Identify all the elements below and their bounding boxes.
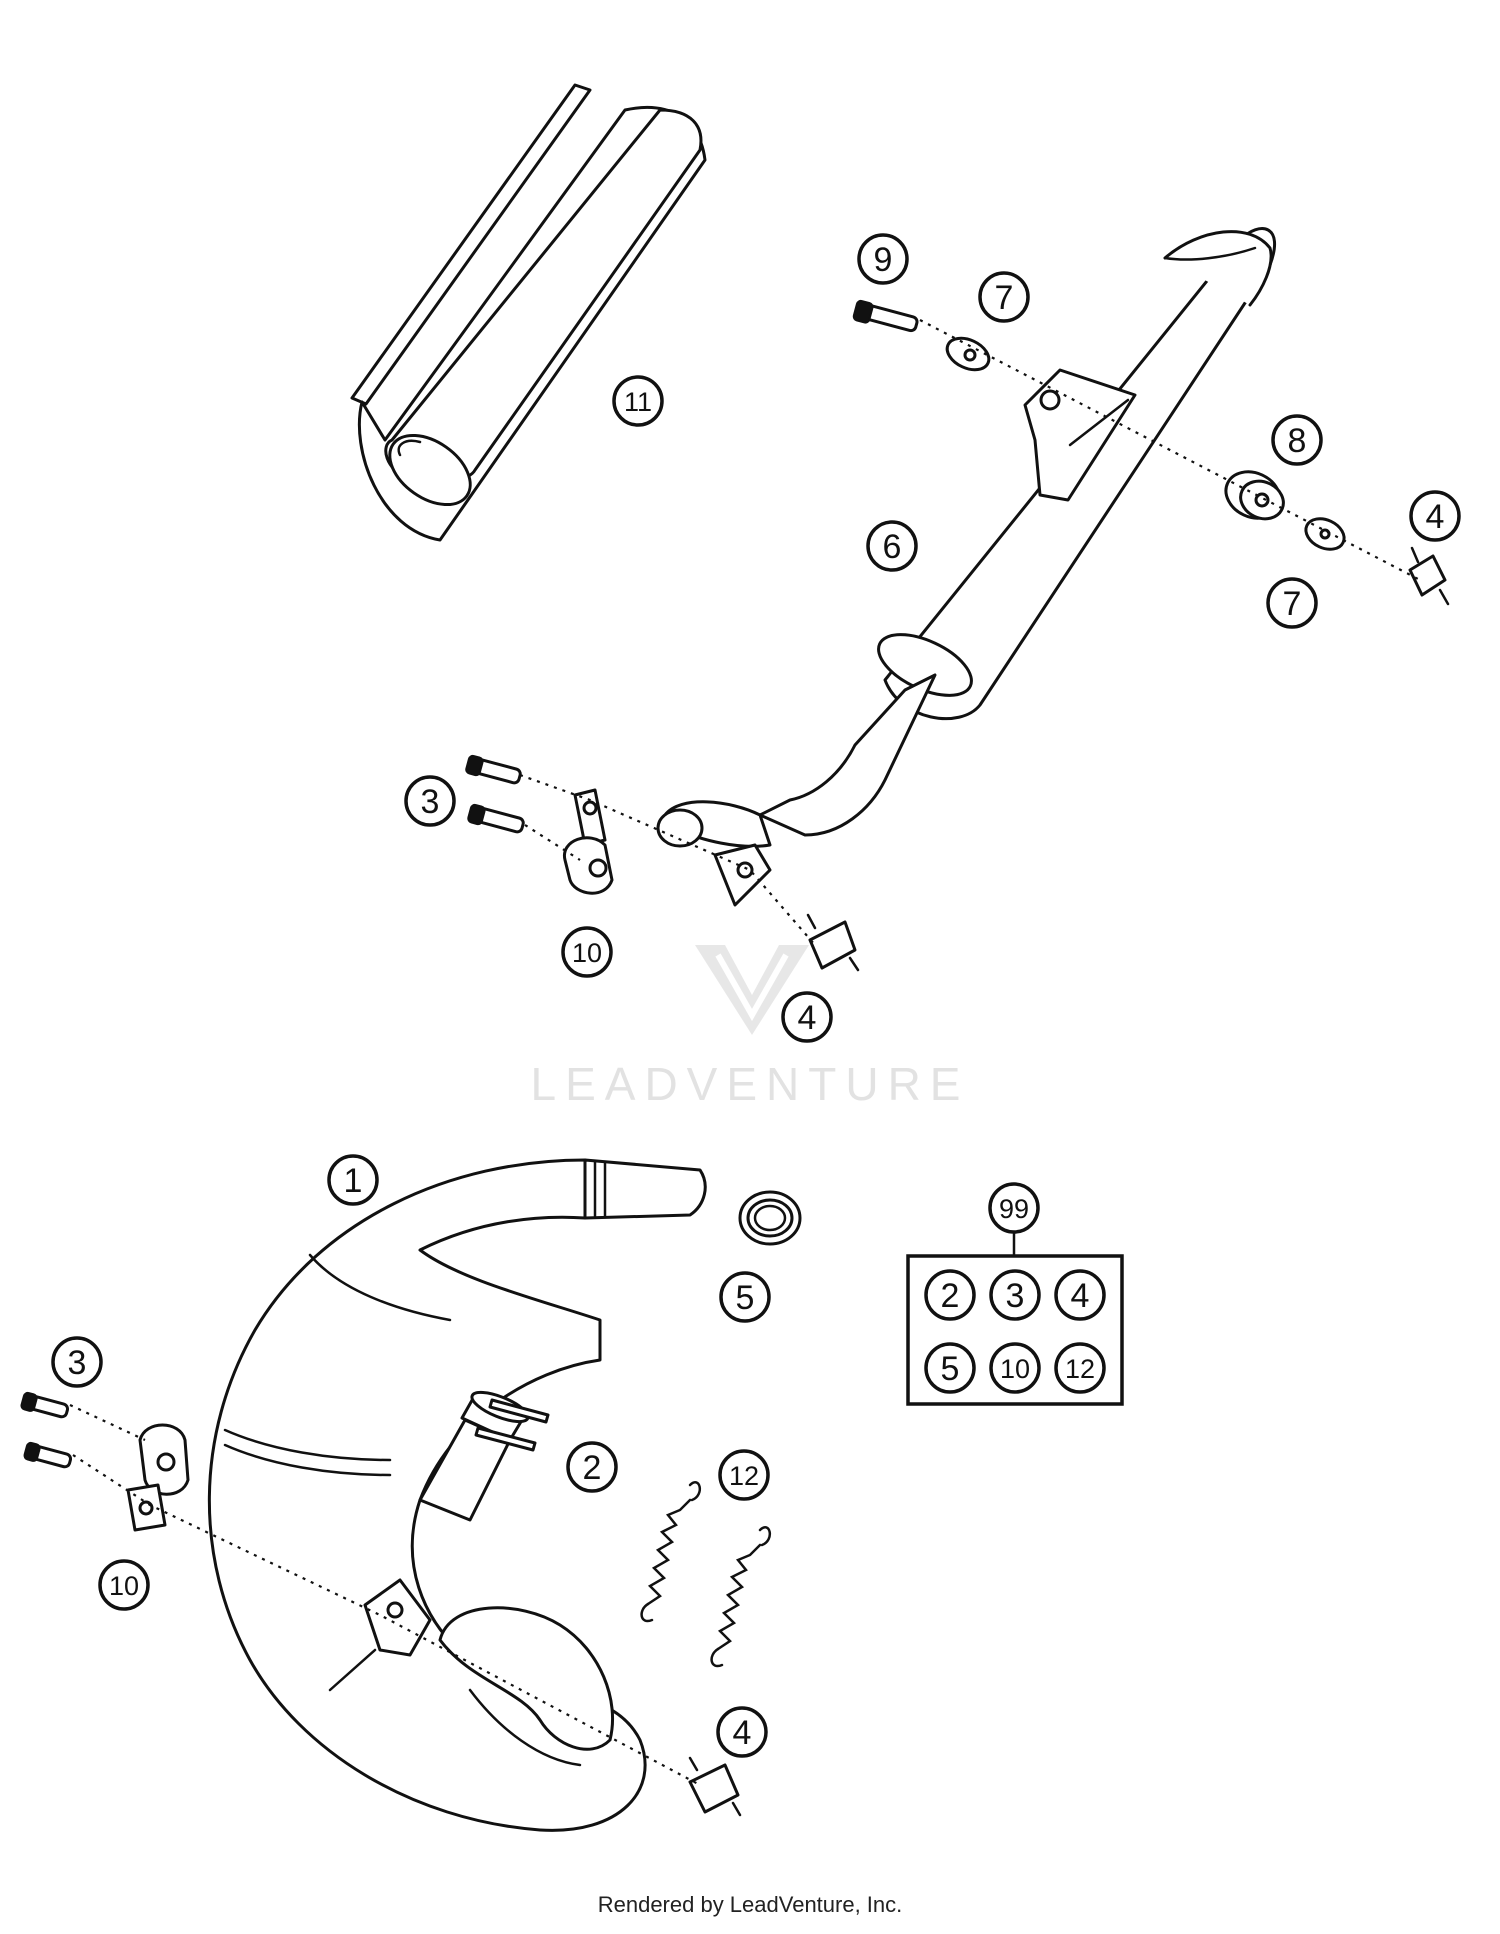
part-6-silencer [656,227,1277,907]
callout-10-middle: 10 [561,926,613,978]
callout-1: 1 [327,1154,379,1206]
svg-text:4: 4 [1426,498,1445,536]
part-11-heat-shield [350,83,707,542]
watermark: LEADVENTURE [531,945,970,1110]
callout-8: 8 [1271,414,1323,466]
svg-text:12: 12 [1065,1354,1095,1384]
svg-text:5: 5 [941,1350,960,1388]
svg-text:10: 10 [1000,1354,1030,1384]
svg-text:8: 8 [1288,422,1307,460]
callout-7: 7 [978,271,1030,323]
callout-7-lower: 7 [1266,577,1318,629]
svg-text:10: 10 [109,1571,139,1601]
svg-text:99: 99 [999,1194,1029,1224]
callout-4-middle: 4 [781,991,833,1043]
svg-text:4: 4 [1071,1277,1090,1315]
kit-item: 10 [989,1342,1041,1394]
callout-10-bottom: 10 [98,1559,150,1611]
svg-text:2: 2 [941,1277,960,1315]
callout-11: 11 [612,375,664,427]
svg-text:5: 5 [736,1279,755,1317]
part-1-expansion-chamber [207,1158,707,1832]
callouts: 11 9 7 8 4 7 6 3 [51,233,1461,1758]
kit-99: 99 2 3 4 5 10 12 [906,1182,1124,1406]
callout-12: 12 [718,1449,770,1501]
svg-text:2: 2 [583,1449,602,1487]
svg-text:3: 3 [421,783,440,821]
svg-text:7: 7 [995,279,1014,317]
svg-text:4: 4 [733,1714,752,1752]
svg-text:11: 11 [624,387,652,417]
callout-4-top: 4 [1409,490,1461,542]
kit-item: 3 [989,1269,1041,1321]
callout-9: 9 [857,233,909,285]
kit-99-callout: 99 [988,1182,1040,1234]
svg-text:12: 12 [729,1461,759,1491]
part-12-springs [640,1481,771,1668]
svg-text:10: 10 [572,938,602,968]
svg-text:3: 3 [68,1344,87,1382]
svg-text:4: 4 [798,999,817,1037]
kit-item: 2 [924,1269,976,1321]
watermark-brand: LEADVENTURE [531,1058,970,1110]
callout-3-middle: 3 [404,775,456,827]
svg-text:7: 7 [1283,585,1302,623]
kit-item: 5 [924,1342,976,1394]
callout-4-bottom: 4 [716,1706,768,1758]
hardware-bottom [20,1391,742,1817]
hardware-middle [465,754,860,972]
callout-5: 5 [719,1271,771,1323]
svg-text:6: 6 [883,528,902,566]
callout-6: 6 [866,520,918,572]
callout-3-bottom: 3 [51,1336,103,1388]
kit-item: 12 [1054,1342,1106,1394]
footer-credit: Rendered by LeadVenture, Inc. [598,1892,903,1917]
svg-text:9: 9 [874,241,893,279]
svg-text:3: 3 [1006,1277,1025,1315]
svg-text:1: 1 [344,1162,363,1200]
hardware-top [852,299,1450,606]
kit-item: 4 [1054,1269,1106,1321]
part-2-o-rings [474,1398,550,1452]
watermark-logo [695,945,809,1035]
callout-2: 2 [566,1441,618,1493]
part-5-seal [738,1190,802,1246]
